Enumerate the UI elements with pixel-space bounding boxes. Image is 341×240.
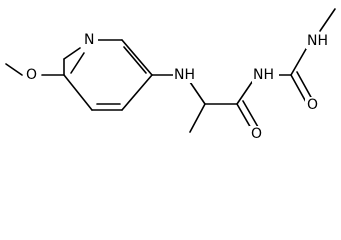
label-bg-o-methoxy [24,67,41,83]
label-bg-nh-amine [173,67,200,83]
bond-nh-methyl [319,8,336,32]
molecule-structure: N O NH NH NH O O [5,8,336,142]
double-bond-carbonyl-o [242,100,259,128]
label-bg-o-urea [305,97,322,113]
label-bg-nh-urea-left [252,67,279,83]
atom-label-o-amide: O [251,126,262,142]
label-bg-nh-urea-right [306,33,333,49]
atom-labels: N O NH NH NH O O [24,32,333,142]
bond-c6-c5 [121,39,153,76]
atom-label-o-urea: O [307,97,318,113]
bond-o-ch3 [5,63,23,76]
label-bg-o-amide [249,126,266,142]
bond-c2-n1 [63,47,81,60]
bond-calpha-methyl [189,103,206,133]
atom-label-o-methoxy: O [26,67,37,83]
alanine-core [189,81,259,133]
atom-label-nh-amine: NH [174,67,195,83]
bond-carbonyl-nh [236,81,253,105]
label-bg-n-ring [82,32,98,48]
bond-nh-calpha [189,81,206,105]
double-bond-inner-c6-c5 [123,46,147,74]
amine-link [151,74,206,105]
bond-carbonyl-o [236,103,253,131]
bond-urea-carbon-nh [290,48,307,76]
methoxy-group [5,63,65,76]
urea-group [269,8,336,103]
double-bond-urea-carbon-o [296,71,313,100]
bond-c5-c4 [121,74,153,111]
atom-label-nh-urea-right: NH [307,33,328,49]
double-bond-inner-c2-n1 [70,52,85,74]
pyridine-ring [63,39,153,111]
atom-label-n-ring: N [84,32,94,48]
bond-urea-carbon-o [290,74,307,103]
bond-c3-c2 [63,74,93,111]
atom-label-nh-urea-left: NH [253,67,274,83]
